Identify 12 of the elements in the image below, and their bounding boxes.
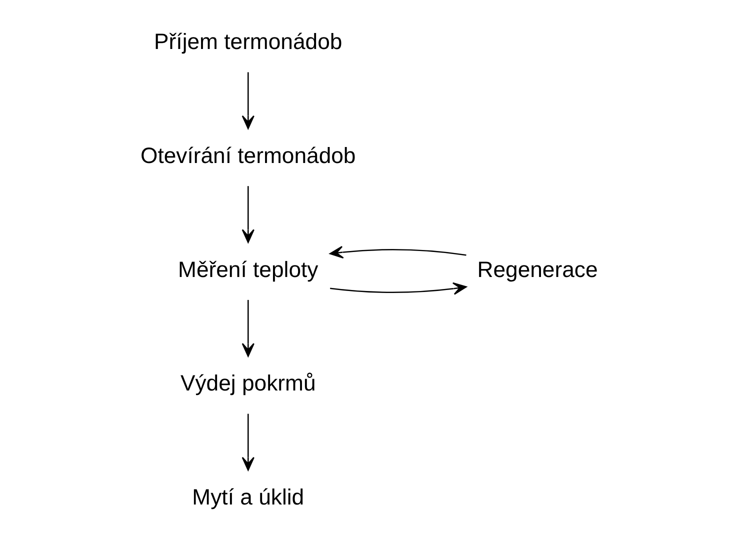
node-text: Příjem termonádob bbox=[154, 29, 342, 54]
node-text: Mytí a úklid bbox=[192, 484, 304, 510]
arrow bbox=[242, 300, 254, 357]
arrow bbox=[242, 72, 254, 130]
arrow bbox=[329, 246, 466, 258]
arrow bbox=[242, 186, 254, 244]
node-text: Regenerace bbox=[477, 256, 598, 282]
node-text: Výdej pokrmů bbox=[180, 370, 316, 396]
arrow bbox=[242, 414, 254, 471]
node-text: Otevírání termonádob bbox=[140, 142, 356, 168]
node-text: Měření teploty bbox=[178, 256, 318, 282]
arrow bbox=[330, 282, 467, 295]
